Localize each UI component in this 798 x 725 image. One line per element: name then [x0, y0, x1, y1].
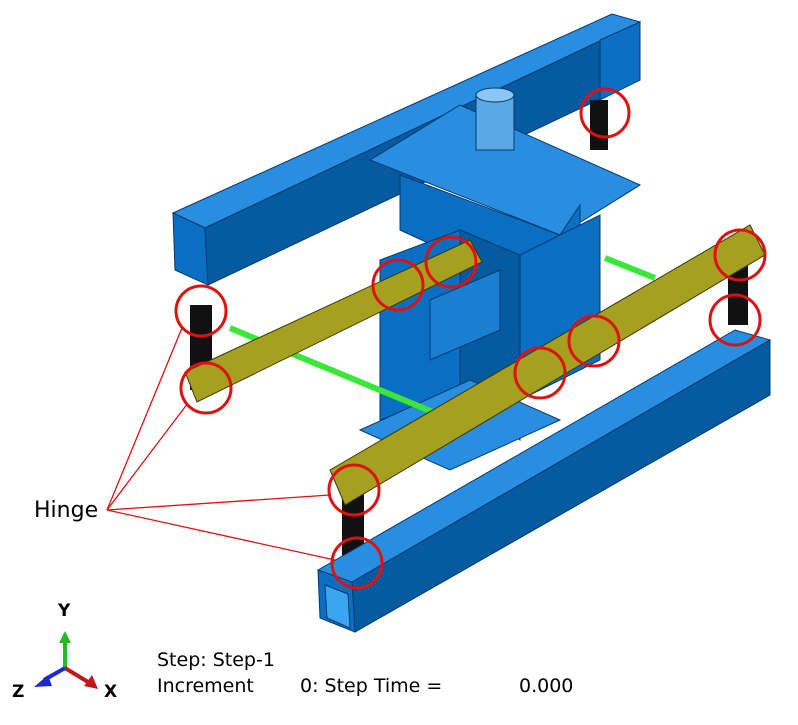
hinge-circle [330, 536, 384, 590]
hinge-circle [713, 228, 767, 282]
hinge-circle [567, 314, 621, 368]
triad-x-label: X [104, 682, 118, 702]
step-text: Step: Step-1 [157, 649, 275, 671]
x-arrow-icon [84, 675, 98, 689]
hinge-circle [424, 235, 478, 289]
step-time-value: 0.000 [519, 675, 574, 697]
increment-value: 0: Step Time = [300, 675, 443, 697]
axis-triad [34, 631, 98, 689]
front-bottom-beam [316, 329, 772, 633]
y-arrow-icon [59, 631, 71, 643]
hinge-circle [513, 346, 567, 400]
triad-z-label: Z [12, 682, 25, 702]
increment-label: Increment [157, 675, 254, 697]
triad-y-label: Y [58, 601, 71, 621]
hinge-circle [708, 293, 762, 347]
hinge-circle [179, 361, 233, 415]
hinge-circle [174, 284, 228, 338]
hinge-circle [579, 87, 631, 139]
hinge-circle [371, 258, 425, 312]
hinge-circles [174, 87, 767, 590]
hinge-circle [327, 463, 381, 517]
motor-cylinder [475, 94, 515, 151]
z-arrow-icon [34, 675, 52, 687]
hinge-leader-lines [106, 327, 336, 561]
hinge-label: Hinge [34, 498, 99, 523]
